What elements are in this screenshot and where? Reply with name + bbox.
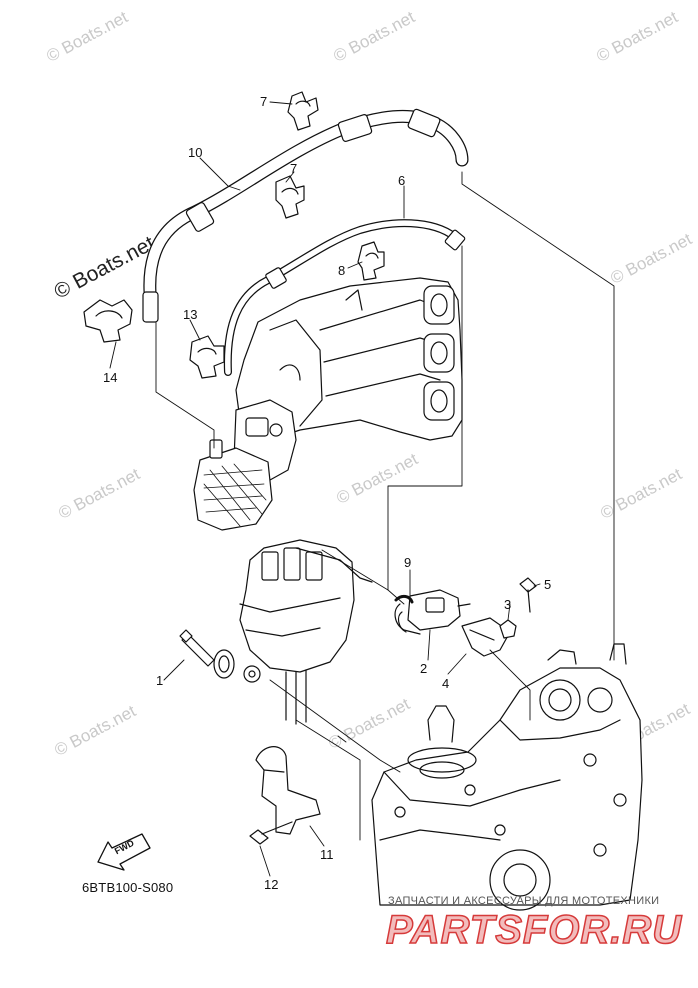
nut-3 [499,619,517,639]
bolt-1 [179,629,235,679]
callout-5: 5 [544,577,552,592]
callout-7: 7 [260,94,268,109]
callout-3: 3 [504,597,512,612]
clip-14 [83,299,133,343]
bracket-4 [461,617,511,657]
callout-9: 9 [404,555,412,570]
clip-7-upper [287,91,319,131]
callout-12: 12 [264,877,279,892]
hose-6 [223,219,466,376]
fwd-arrow-icon [97,833,151,871]
clip-7-lower [275,175,305,219]
diagram-code: 6BTB100-S080 [82,880,174,895]
callout-2: 2 [420,661,428,676]
bracket-11 [255,746,321,835]
callout-14: 14 [103,370,118,385]
callout-leaders [109,101,541,877]
callout-13: 13 [183,307,198,322]
footer-tagline: ЗАПЧАСТИ И АКСЕССУАРЫ ДЛЯ МОТОТЕХНИКИ [388,895,660,907]
clip-13 [189,335,225,379]
reference-lines [155,171,615,841]
callout-1: 1 [156,673,164,688]
fuel-pump-assembly [239,539,373,725]
callout-7: 7 [290,161,298,176]
bolt-5 [519,577,537,613]
callout-6: 6 [398,173,406,188]
carburetor [193,399,297,531]
hose-10 [142,108,469,323]
callout-11: 11 [320,847,334,862]
callout-8: 8 [338,263,346,278]
callout-4: 4 [442,676,450,691]
engine-block [371,643,643,911]
footer-brand-logo[interactable]: PARTSFOR.RU [385,907,683,953]
sensor-2 [394,589,471,635]
callout-10: 10 [188,145,203,160]
clip-8 [357,241,385,281]
bolt-12 [249,821,293,845]
